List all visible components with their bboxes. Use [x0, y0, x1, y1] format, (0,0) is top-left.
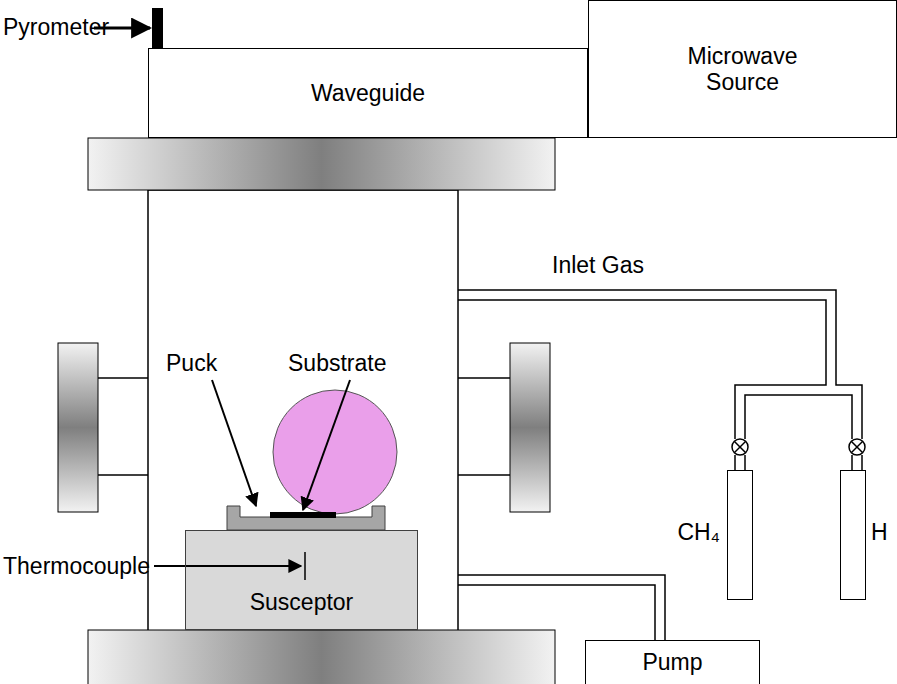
waveguide-fill: [148, 48, 588, 138]
top-flange: [88, 138, 555, 190]
part-label: Puck: [166, 350, 217, 376]
gas-cylinder: H: [840, 470, 866, 600]
node-text: Microwave Source: [668, 43, 818, 96]
substrate-shape: [270, 512, 336, 518]
bottom-flange: [88, 630, 555, 684]
port-flange: [510, 343, 550, 512]
node-text: Pump: [642, 649, 702, 675]
leader-arrow: [303, 380, 350, 510]
part-label: Inlet Gas: [552, 252, 644, 278]
node-text: CH₄: [677, 519, 720, 545]
puck-shape: [227, 506, 385, 530]
source-box: Microwave Source: [588, 0, 897, 138]
port-flange: [58, 343, 98, 512]
susceptor-fill: [185, 530, 418, 630]
part-label: Substrate: [288, 350, 386, 376]
part-label: Pyrometer: [3, 14, 109, 40]
chamber-wall: [148, 190, 458, 665]
susceptor-box: Susceptor: [185, 530, 418, 630]
leader-arrow: [212, 380, 256, 506]
pump-box: Pump: [585, 640, 760, 684]
part-label: Thermocouple: [3, 553, 150, 579]
gas-valve: [732, 439, 865, 455]
plasma-ball: [273, 390, 397, 514]
waveguide-box: Waveguide: [148, 48, 588, 138]
thermocouple-wire: [304, 552, 306, 580]
pyrometer-sensor: [152, 8, 163, 48]
gas-cylinder: CH₄: [727, 470, 753, 600]
node-text: Waveguide: [311, 80, 425, 106]
node-text: Susceptor: [250, 589, 354, 615]
pump-pipe: [458, 575, 665, 640]
gas-pipe: [458, 290, 862, 470]
leader-arrow: [154, 565, 301, 567]
node-text: H: [871, 519, 888, 545]
